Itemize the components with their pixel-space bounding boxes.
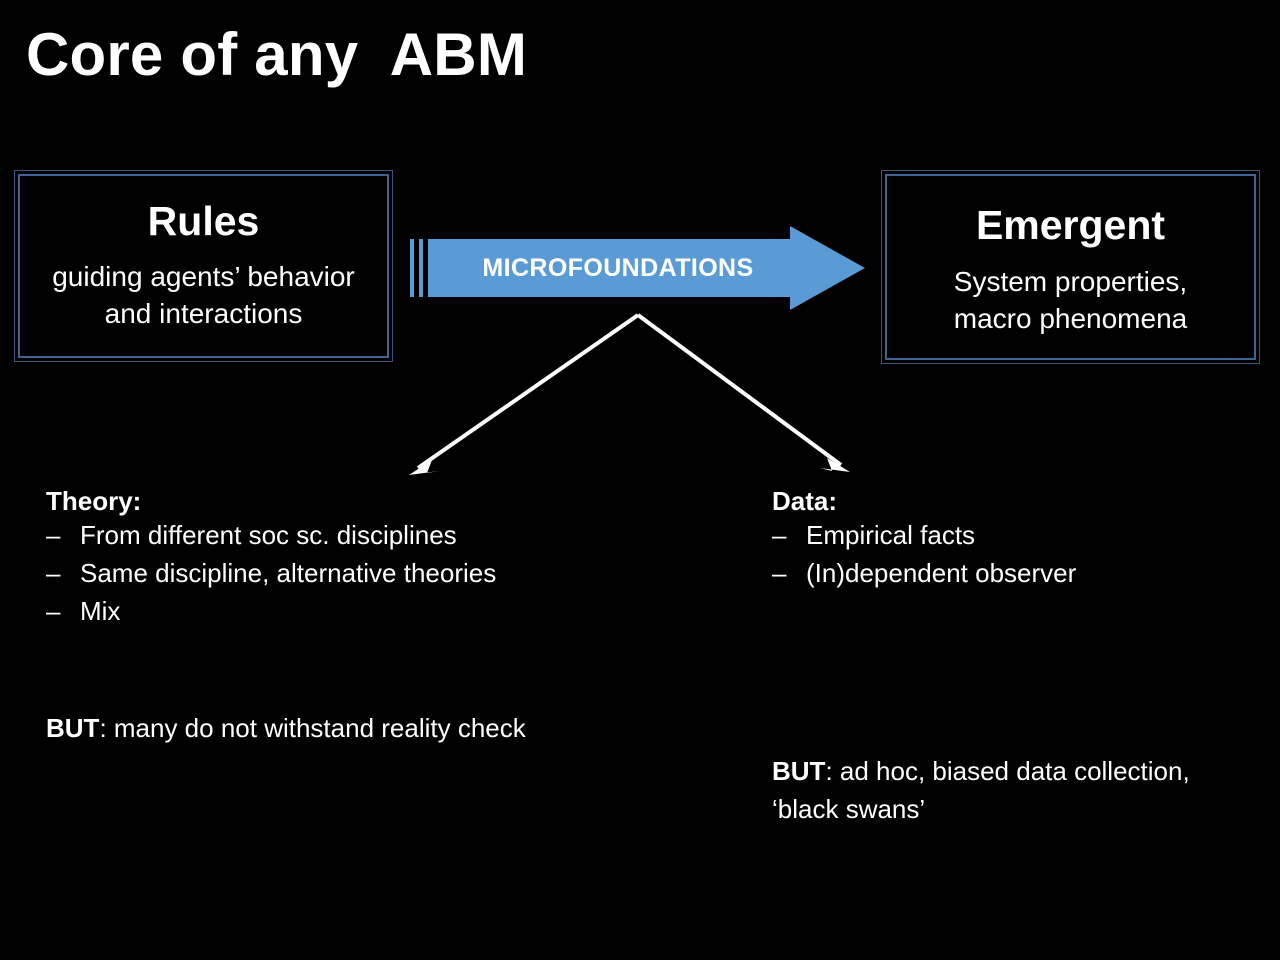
concept-box-emergent-inner: Emergent System properties, macro phenom… [885, 174, 1256, 360]
right-arrow-icon [428, 226, 865, 310]
concept-box-emergent-heading: Emergent [975, 202, 1166, 248]
microfoundations-arrow-group: MICROFOUNDATIONS [410, 226, 865, 310]
list-item-label: From different soc sc. disciplines [80, 520, 457, 550]
concept-box-rules-inner: Rules guiding agents’ behavior and inter… [18, 174, 389, 358]
data-but-label: BUT [772, 756, 826, 786]
branch-arrowhead-left [409, 460, 439, 475]
page-title: Core of any ABM [26, 21, 528, 88]
concept-box-rules-heading: Rules [147, 198, 260, 244]
list-item: –Mix [46, 598, 726, 624]
list-item: –Empirical facts [772, 522, 1262, 548]
bullet-dash-icon: – [46, 520, 61, 550]
branching-arrows-icon [409, 313, 850, 475]
concept-box-rules: Rules guiding agents’ behavior and inter… [14, 170, 393, 362]
theory-column: Theory: –From different soc sc. discipli… [46, 488, 726, 636]
list-item: –Same discipline, alternative theories [46, 560, 726, 586]
list-item-label: Empirical facts [806, 520, 976, 550]
bullet-dash-icon: – [772, 520, 787, 550]
data-but-note: BUT: ad hoc, biased data collection, ‘bl… [772, 753, 1252, 828]
arrow-tick-icon-1 [410, 239, 414, 297]
bullet-dash-icon: – [46, 558, 61, 588]
theory-but-label: BUT [46, 713, 100, 743]
bullet-dash-icon: – [772, 558, 787, 588]
arrow-tick-icon-2 [419, 239, 423, 297]
concept-box-emergent: Emergent System properties, macro phenom… [881, 170, 1260, 364]
bullet-dash-icon: – [46, 596, 61, 626]
branch-arrowhead-right [820, 458, 850, 472]
list-item-label: Mix [80, 596, 121, 626]
theory-but-text: : many do not withstand reality check [99, 713, 526, 743]
list-item: –(In)dependent observer [772, 560, 1262, 586]
theory-but-note: BUT: many do not withstand reality check [46, 710, 736, 748]
data-column: Data: –Empirical facts–(In)dependent obs… [772, 488, 1262, 598]
theory-heading: Theory: [46, 486, 142, 516]
list-item-label: Same discipline, alternative theories [80, 558, 497, 588]
data-bullet-list: –Empirical facts–(In)dependent observer [772, 522, 1262, 586]
concept-box-rules-subtext: guiding agents’ behavior and interaction… [52, 261, 355, 329]
data-but-text: : ad hoc, biased data collection, ‘black… [772, 756, 1190, 824]
list-item: –From different soc sc. disciplines [46, 522, 726, 548]
data-heading: Data: [772, 486, 838, 516]
concept-box-emergent-subtext: System properties, macro phenomena [953, 266, 1188, 334]
theory-bullet-list: –From different soc sc. disciplines–Same… [46, 522, 726, 624]
list-item-label: (In)dependent observer [806, 558, 1077, 588]
